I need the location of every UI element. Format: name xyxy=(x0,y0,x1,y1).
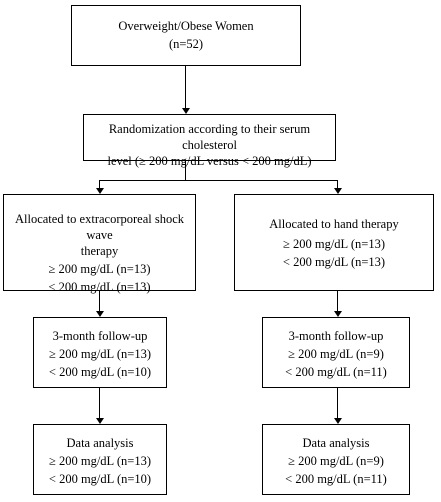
left-followup-high: ≥ 200 mg/dL (n=13) xyxy=(49,347,151,361)
arrow-to-right-analysis xyxy=(334,418,342,424)
arrow-to-randomization xyxy=(182,108,190,114)
population-title: Overweight/Obese Women xyxy=(118,19,254,33)
arrow-to-left-analysis xyxy=(96,418,104,424)
left-analysis-box: Data analysis ≥ 200 mg/dL (n=13) < 200 m… xyxy=(33,424,167,495)
population-box: Overweight/Obese Women (n=52) xyxy=(71,5,301,66)
connector-left-followup-to-analysis xyxy=(99,388,101,420)
arrow-to-right-allocation xyxy=(334,188,342,194)
arrow-to-left-allocation xyxy=(96,188,104,194)
arrow-to-right-followup xyxy=(334,311,342,317)
randomization-box: Randomization according to their serum c… xyxy=(83,114,336,168)
left-analysis-low: < 200 mg/dL (n=10) xyxy=(48,472,152,486)
randomization-line2: level (≥ 200 mg/dL versus < 200 mg/dL) xyxy=(107,154,312,168)
connector-split-horizontal xyxy=(99,180,338,182)
right-followup-low: < 200 mg/dL (n=11) xyxy=(285,365,387,379)
right-analysis-low: < 200 mg/dL (n=11) xyxy=(285,472,387,486)
connector-top-to-randomization xyxy=(185,66,187,110)
left-analysis-high: ≥ 200 mg/dL (n=13) xyxy=(49,454,151,468)
population-count: (n=52) xyxy=(168,37,204,51)
right-allocation-box: Allocated to hand therapy ≥ 200 mg/dL (n… xyxy=(234,194,434,291)
randomization-line1: Randomization according to their serum c… xyxy=(108,122,311,152)
connector-split-left xyxy=(99,180,101,190)
connector-right-followup-to-analysis xyxy=(337,388,339,420)
left-allocation-low: < 200 mg/dL (n=13) xyxy=(48,280,151,294)
right-followup-title: 3-month follow-up xyxy=(288,329,384,343)
left-allocation-high: ≥ 200 mg/dL (n=13) xyxy=(48,262,151,276)
left-followup-box: 3-month follow-up ≥ 200 mg/dL (n=13) < 2… xyxy=(33,317,167,388)
connector-left-allocation-to-followup xyxy=(99,291,101,313)
arrow-to-left-followup xyxy=(96,311,104,317)
connector-randomization-down xyxy=(185,161,187,181)
right-allocation-high: ≥ 200 mg/dL (n=13) xyxy=(283,237,385,251)
right-analysis-title: Data analysis xyxy=(302,436,370,450)
right-analysis-high: ≥ 200 mg/dL (n=9) xyxy=(288,454,384,468)
left-allocation-line2: therapy xyxy=(80,244,119,258)
right-allocation-low: < 200 mg/dL (n=13) xyxy=(282,255,386,269)
left-allocation-line1: Allocated to extracorporeal shock wave xyxy=(14,212,185,242)
left-analysis-title: Data analysis xyxy=(66,436,134,450)
left-followup-title: 3-month follow-up xyxy=(52,329,148,343)
connector-right-allocation-to-followup xyxy=(337,291,339,313)
left-followup-low: < 200 mg/dL (n=10) xyxy=(48,365,152,379)
left-allocation-box: Allocated to extracorporeal shock wave t… xyxy=(3,194,196,294)
connector-split-right xyxy=(337,180,339,190)
right-followup-box: 3-month follow-up ≥ 200 mg/dL (n=9) < 20… xyxy=(262,317,410,388)
right-followup-high: ≥ 200 mg/dL (n=9) xyxy=(288,347,384,361)
right-analysis-box: Data analysis ≥ 200 mg/dL (n=9) < 200 mg… xyxy=(262,424,410,495)
right-allocation-line1: Allocated to hand therapy xyxy=(269,217,399,231)
